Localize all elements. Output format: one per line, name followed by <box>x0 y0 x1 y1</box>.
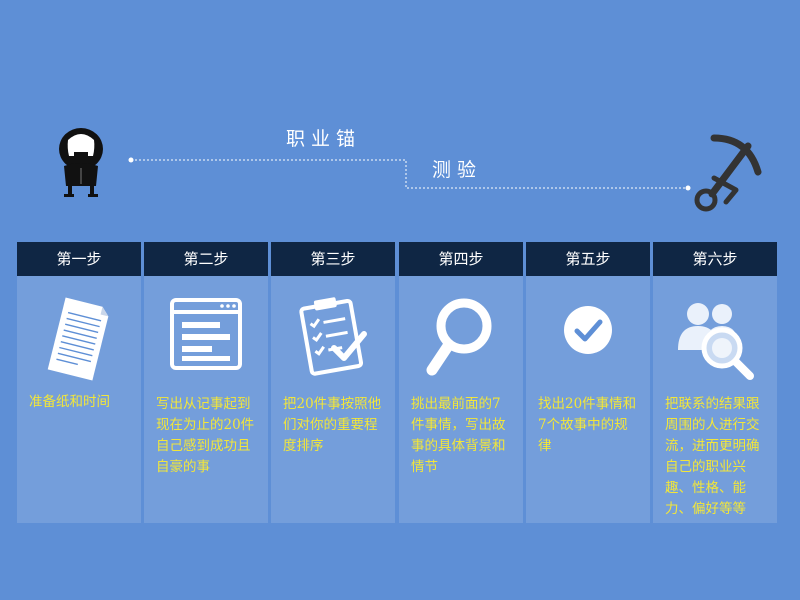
step-text-2: 写出从记事起到现在为止的20件自己感到成功且自豪的事 <box>156 396 255 475</box>
magnifier-icon <box>399 294 523 390</box>
step-card-1: 第一步 准备纸和时间 <box>17 242 141 523</box>
step-text-6: 把联系的结果跟周围的人进行交流，进而更明确自己的职业兴趣、性格、能力、偏好等等 <box>665 396 760 517</box>
step-card-2: 第二步 写出从记事起到现在为止的20件自己感到成功且自豪的事 <box>144 242 268 523</box>
paper-icon <box>17 294 141 390</box>
title-line-2: 测验 <box>432 159 483 181</box>
step-text-3: 把20件事按照他们对你的重要程度排序 <box>283 396 382 454</box>
step-text-4: 挑出最前面的7件事情，写出故事的具体背景和情节 <box>411 396 506 475</box>
clipboard-check-icon <box>271 294 395 390</box>
step-header-1: 第一步 <box>17 242 141 276</box>
step-header-6: 第六步 <box>653 242 777 276</box>
check-circle-icon <box>526 294 650 390</box>
step-header-5: 第五步 <box>526 242 650 276</box>
step-text-1: 准备纸和时间 <box>29 394 110 410</box>
step-header-4: 第四步 <box>399 242 523 276</box>
people-search-icon <box>653 294 777 390</box>
step-card-5: 第五步 找出20件事情和7个故事中的规律 <box>526 242 650 523</box>
title-line-1: 职业锚 <box>286 128 362 150</box>
person-icon <box>59 128 103 197</box>
step-text-5: 找出20件事情和7个故事中的规律 <box>538 396 637 454</box>
step-card-4: 第四步 挑出最前面的7件事情，写出故事的具体背景和情节 <box>399 242 523 523</box>
step-card-6: 第六步 把联系的结果跟周围的人进行交流，进而更明确自己的职业兴趣、性格、能力、偏… <box>653 242 777 523</box>
window-list-icon <box>144 294 268 390</box>
anchor-icon <box>694 134 762 212</box>
step-card-3: 第三步 把20件事按照他们对你的重要程度排序 <box>271 242 395 523</box>
step-header-2: 第二步 <box>144 242 268 276</box>
step-header-3: 第三步 <box>271 242 395 276</box>
